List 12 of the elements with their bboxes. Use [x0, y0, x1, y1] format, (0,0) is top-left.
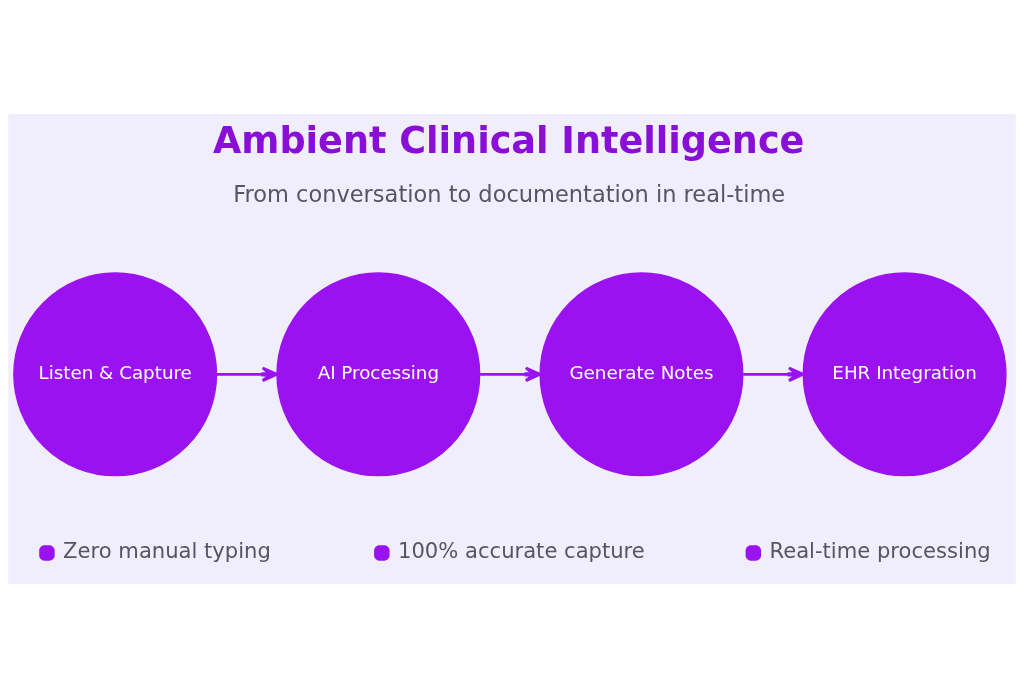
node-circle: EHR Integration: [802, 271, 1007, 476]
diagram-title: Ambient Clinical Intelligence: [212, 118, 805, 162]
label: From conversation to documentation in real-time: [233, 180, 786, 207]
label: Zero manual typing: [63, 537, 271, 563]
arrow: [216, 366, 279, 382]
arrow: [480, 366, 542, 382]
label: Real-time processing: [769, 537, 991, 563]
node-circle: Listen & Capture: [13, 271, 218, 476]
node-circle: Generate Notes: [539, 271, 744, 476]
arrow: [743, 366, 805, 382]
node-circle: AI Processing: [276, 271, 481, 476]
label: 100% accurate capture: [398, 537, 645, 563]
